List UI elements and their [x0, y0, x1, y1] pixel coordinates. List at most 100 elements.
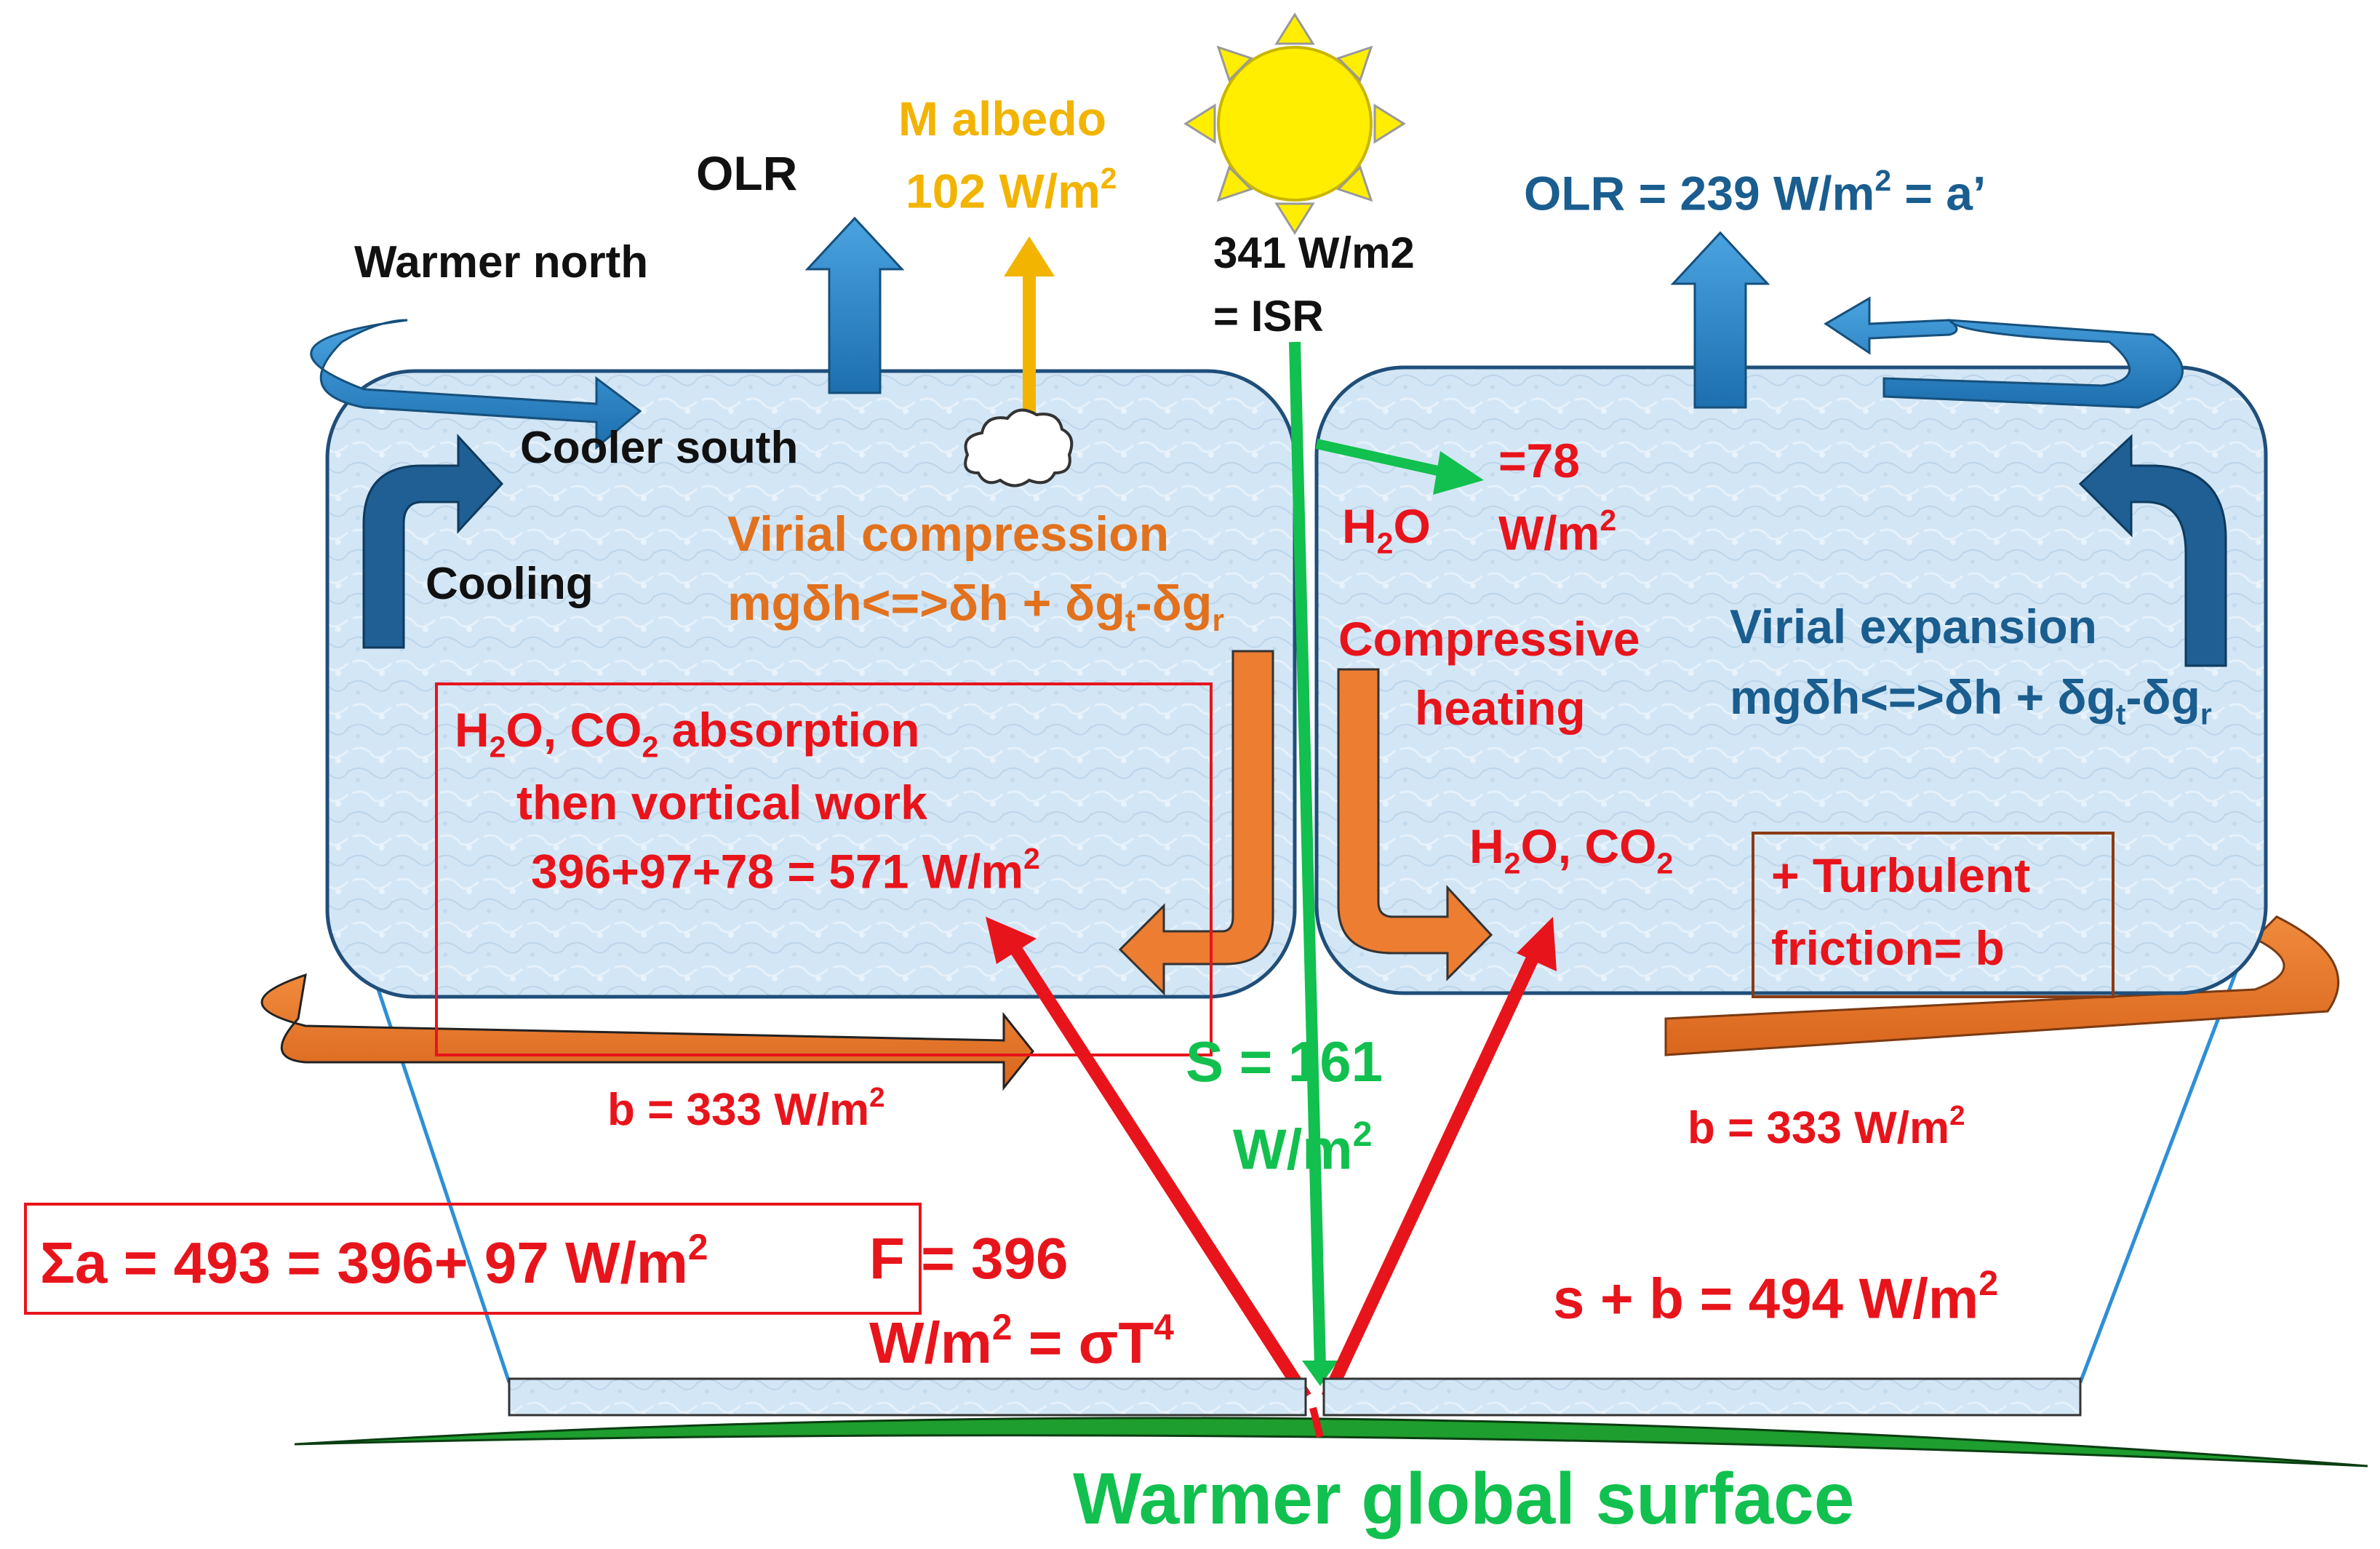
virial-expansion-equation: mgδh<=>δh + δgt-δgr — [1730, 673, 2212, 729]
cooler-south-label: Cooler south — [520, 423, 799, 473]
vortical-work-label: then vortical work — [516, 776, 927, 829]
sigma-a-box — [24, 1203, 922, 1315]
olr-right-text: OLR = 239 W/m — [1524, 166, 1875, 220]
ve-eq-a: mgδh<=>δh + δg — [1730, 670, 2116, 724]
h2o-right-a: H — [1342, 499, 1377, 553]
s-161-line2: W/m2 — [1233, 1115, 1373, 1178]
hc-b: O, CO — [1520, 819, 1657, 873]
vc-eq-sub2: r — [1212, 602, 1224, 637]
vc-eq-sub1: t — [1125, 602, 1136, 637]
f-line2-sup2: 4 — [1154, 1307, 1174, 1347]
ve-eq-b: -δg — [2125, 670, 2200, 724]
turbulent-line2: friction= b — [1771, 921, 2005, 975]
f-396-line1: F = 396 — [869, 1226, 1069, 1291]
cooling-label: Cooling — [426, 559, 594, 609]
sum-571-text: 396+97+78 = 571 W/m — [531, 844, 1024, 899]
abs-a: H — [455, 703, 490, 757]
sigma-a-label: Σa = 493 = 396+ 97 W/m2 — [40, 1227, 708, 1296]
s-161-line1: S = 161 — [1186, 1030, 1383, 1094]
h2o-co2-right-label: H2O, CO2 — [1469, 822, 1673, 878]
isr-label-line1: 341 W/m2 — [1213, 228, 1415, 277]
heating-arrow — [1337, 668, 1493, 981]
heating-label: heating — [1415, 681, 1586, 735]
turbulent-box — [1752, 832, 2115, 998]
compression-arrow — [1118, 650, 1274, 996]
f-line2-a: W/m — [869, 1310, 992, 1376]
isr-arrow-head — [1302, 1361, 1338, 1386]
eq78-sup: 2 — [1600, 503, 1617, 537]
hc-a: H — [1469, 819, 1504, 873]
olr-left-arrow — [804, 216, 905, 394]
sigma-a-sup: 2 — [687, 1227, 708, 1267]
sigma-a-text: Σa = 493 = 396+ 97 W/m — [40, 1230, 688, 1296]
s-plus-b-label: s + b = 494 W/m2 — [1553, 1264, 1999, 1327]
sun-icon — [1183, 12, 1406, 235]
b-right-label: b = 333 W/m2 — [1688, 1102, 1965, 1151]
surface-label: Warmer global surface — [1073, 1458, 1855, 1540]
vc-eq-b: -δg — [1135, 576, 1213, 631]
albedo-value: 102 W/m2 — [906, 164, 1117, 215]
hc-sub1: 2 — [1504, 846, 1521, 880]
vc-eq-a: mgδh<=>δh + δg — [727, 576, 1125, 631]
right-ground-plate — [1322, 1377, 2082, 1417]
left-red-arrow-head — [986, 917, 1037, 964]
global-surface — [294, 1417, 2368, 1468]
h2o-right-label: H2O — [1342, 502, 1431, 558]
isr-label-line2: = ISR — [1213, 292, 1324, 341]
right-atmosphere-cell — [1314, 365, 2268, 995]
s-line2-text: W/m — [1233, 1117, 1353, 1182]
right-red-radiation-arrow — [1321, 943, 1545, 1400]
virial-expansion-label: Virial expansion — [1730, 600, 2097, 653]
sum-571-sup: 2 — [1023, 842, 1040, 875]
expansion-arrow — [2078, 434, 2227, 667]
albedo-value-sup: 2 — [1100, 162, 1117, 195]
cloud-icon — [964, 408, 1074, 487]
right-orange-ring-arrow — [1664, 915, 2340, 1056]
olr-left-label: OLR — [696, 146, 798, 200]
albedo-value-text: 102 W/m — [906, 164, 1101, 218]
h2o-green-arrow-head — [1433, 451, 1484, 495]
sum-571-label: 396+97+78 = 571 W/m2 — [531, 844, 1040, 896]
left-blue-ring-arrow — [310, 319, 642, 450]
eq78-line2: W/m2 — [1498, 506, 1616, 557]
s-sup: 2 — [1352, 1115, 1373, 1154]
s-plus-b-text: s + b = 494 W/m — [1553, 1266, 1979, 1331]
b-left-sup: 2 — [869, 1082, 885, 1113]
f-line2-b: = σT — [1012, 1310, 1154, 1376]
surface-center-mark — [1309, 1406, 1324, 1438]
abs-sub2: 2 — [642, 730, 659, 764]
right-blue-ring-arrow — [1824, 296, 2184, 409]
s-plus-b-sup: 2 — [1978, 1264, 1999, 1303]
left-ground-plate — [508, 1377, 1307, 1417]
eq78-line1: =78 — [1498, 434, 1580, 487]
left-red-radiation-arrow — [1005, 939, 1311, 1401]
f-396-line2: W/m2 = σT4 — [869, 1307, 1174, 1376]
olr-right-suffix: = a’ — [1891, 166, 1986, 220]
ve-eq-sub2: r — [2200, 697, 2212, 731]
eq78-line2-text: W/m — [1498, 506, 1600, 560]
virial-compression-label: Virial compression — [727, 506, 1170, 562]
olr-right-label: OLR = 239 W/m2 = a’ — [1524, 166, 1986, 218]
f-line2-sup: 2 — [991, 1307, 1013, 1347]
absorption-label: H2O, CO2 absorption — [455, 706, 920, 762]
absorption-box — [435, 682, 1213, 1056]
left-orange-ring-arrow — [260, 973, 1034, 1091]
warmer-north-label: Warmer north — [354, 237, 649, 287]
b-right-text: b = 333 W/m — [1688, 1102, 1950, 1153]
b-left-label: b = 333 W/m2 — [607, 1082, 885, 1133]
abs-sub1: 2 — [489, 730, 506, 764]
albedo-arrow-head — [1004, 236, 1055, 276]
h2o-green-arrow — [1315, 439, 1449, 478]
hc-sub2: 2 — [1656, 846, 1674, 880]
virial-compression-equation: mgδh<=>δh + δgt-δgr — [727, 578, 1224, 636]
compressive-label: Compressive — [1338, 612, 1640, 666]
h2o-right-b: O — [1393, 499, 1431, 553]
b-right-sup: 2 — [1949, 1100, 1965, 1131]
right-red-arrow-head — [1517, 917, 1557, 971]
abs-c: absorption — [658, 703, 920, 757]
olr-right-arrow — [1670, 231, 1770, 409]
cooling-arrow — [362, 434, 504, 649]
isr-arrow-shaft — [1289, 341, 1326, 1369]
turbulent-line1: + Turbulent — [1771, 848, 2031, 902]
